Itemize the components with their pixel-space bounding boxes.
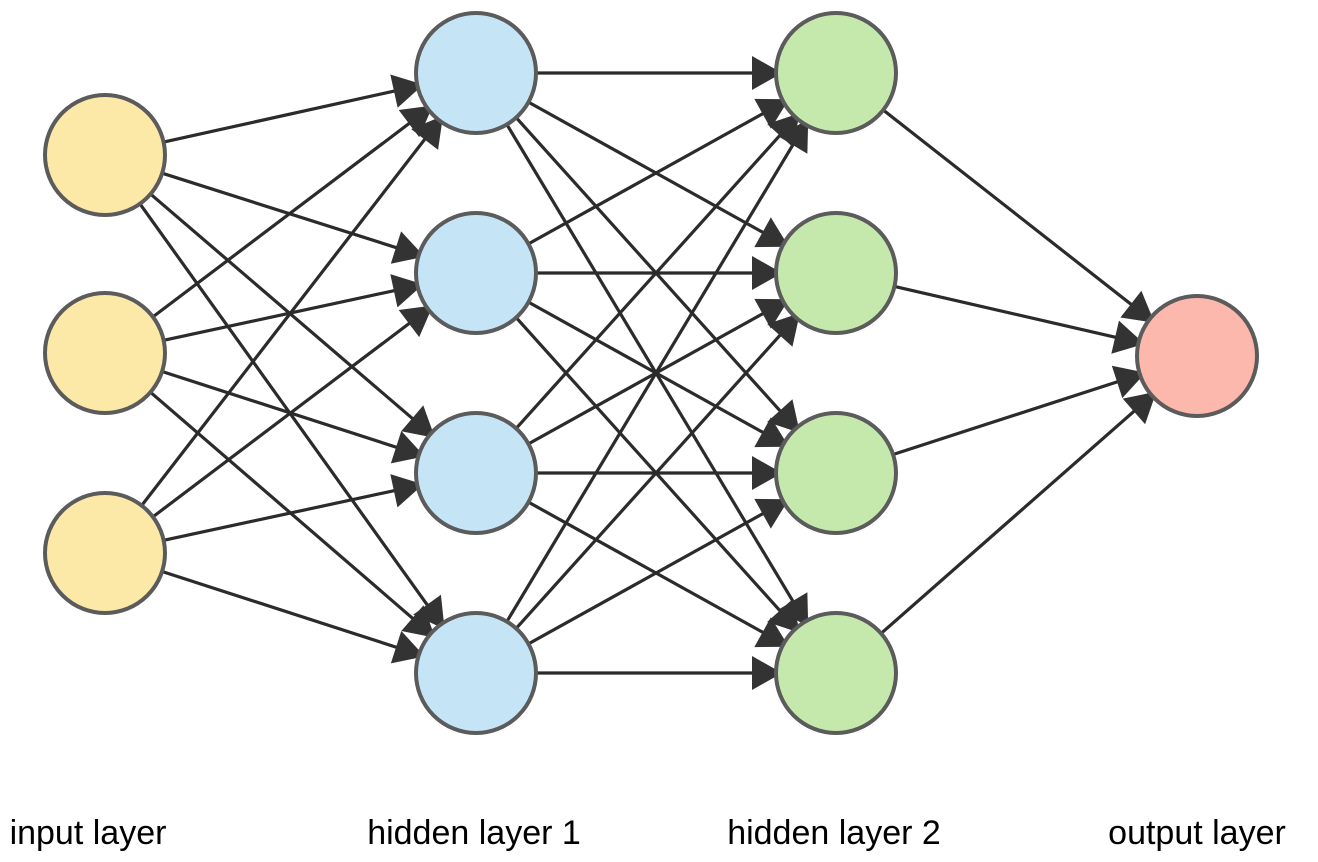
arrowhead-icon [754, 98, 789, 129]
arrowhead-icon [1122, 391, 1157, 425]
input-node-3[interactable] [43, 491, 167, 615]
arrowhead-icon [778, 119, 809, 154]
arrowhead-icon [754, 217, 789, 248]
edge-hidden1-4-to-hidden2-1 [505, 123, 807, 623]
edge-hidden1-4-to-hidden2-3 [527, 500, 785, 646]
arrowhead-icon [767, 313, 800, 347]
hidden2-node-2[interactable] [774, 211, 898, 335]
arrowhead-icon [390, 231, 425, 264]
layer-label-hidden1: hidden layer 1 [367, 814, 581, 852]
hidden1-node-3[interactable] [414, 411, 538, 535]
arrowheads-group [390, 56, 1157, 690]
arrowhead-icon [754, 498, 789, 529]
edge-hidden1-4-to-hidden2-2 [514, 316, 798, 630]
edge-input-1-to-hidden1-1 [163, 84, 418, 144]
hidden2-node-4[interactable] [774, 611, 898, 735]
hidden1-node-1[interactable] [414, 11, 538, 135]
layer-label-hidden2: hidden layer 2 [727, 814, 941, 852]
arrowhead-icon [401, 605, 436, 638]
input-node-1[interactable] [43, 93, 167, 217]
arrowhead-icon [752, 56, 782, 90]
hidden1-node-4[interactable] [414, 611, 538, 735]
arrowhead-icon [1111, 365, 1146, 399]
output-node-1[interactable] [1135, 294, 1259, 418]
layer-label-output: output layer [1108, 814, 1286, 852]
arrowhead-icon [1120, 290, 1155, 323]
edge-hidden1-2-to-hidden2-1 [527, 100, 785, 246]
arrowhead-icon [754, 617, 789, 648]
arrowhead-icon [411, 115, 443, 150]
arrowhead-icon [767, 599, 800, 633]
arrowhead-icon [754, 417, 789, 448]
arrowhead-icon [398, 105, 433, 138]
arrowhead-icon [752, 656, 782, 690]
edge-input-3-to-hidden1-4 [161, 569, 420, 657]
edge-input-2-to-hidden1-1 [151, 107, 430, 319]
arrowhead-icon [754, 298, 789, 329]
edge-hidden2-1-to-output-1 [882, 108, 1151, 321]
layer-label-input: input layer [10, 814, 167, 852]
edge-input-3-to-hidden1-2 [151, 307, 430, 519]
edge-input-3-to-hidden1-3 [163, 484, 418, 542]
arrowhead-icon [752, 256, 782, 290]
input-node-2[interactable] [43, 291, 167, 415]
edge-hidden2-3-to-output-1 [892, 372, 1141, 457]
arrowhead-icon [401, 405, 435, 438]
hidden2-node-1[interactable] [774, 11, 898, 135]
edge-input-3-to-hidden1-1 [140, 119, 441, 507]
arrowhead-icon [390, 430, 425, 464]
layer-labels-group: input layer hidden layer 1 hidden layer 2 o… [10, 814, 1286, 852]
nodes-group [43, 11, 1259, 735]
hidden1-node-2[interactable] [414, 211, 538, 335]
edge-hidden2-4-to-output-1 [880, 394, 1153, 635]
edge-hidden1-3-to-hidden2-1 [514, 116, 798, 430]
edges-group [138, 71, 1153, 675]
arrowhead-icon [752, 456, 782, 490]
hidden2-node-3[interactable] [774, 411, 898, 535]
edge-hidden2-2-to-output-1 [894, 284, 1139, 345]
arrowhead-icon [413, 594, 445, 630]
arrowhead-icon [390, 630, 425, 664]
arrowhead-icon [398, 305, 433, 338]
arrowhead-icon [767, 399, 800, 433]
